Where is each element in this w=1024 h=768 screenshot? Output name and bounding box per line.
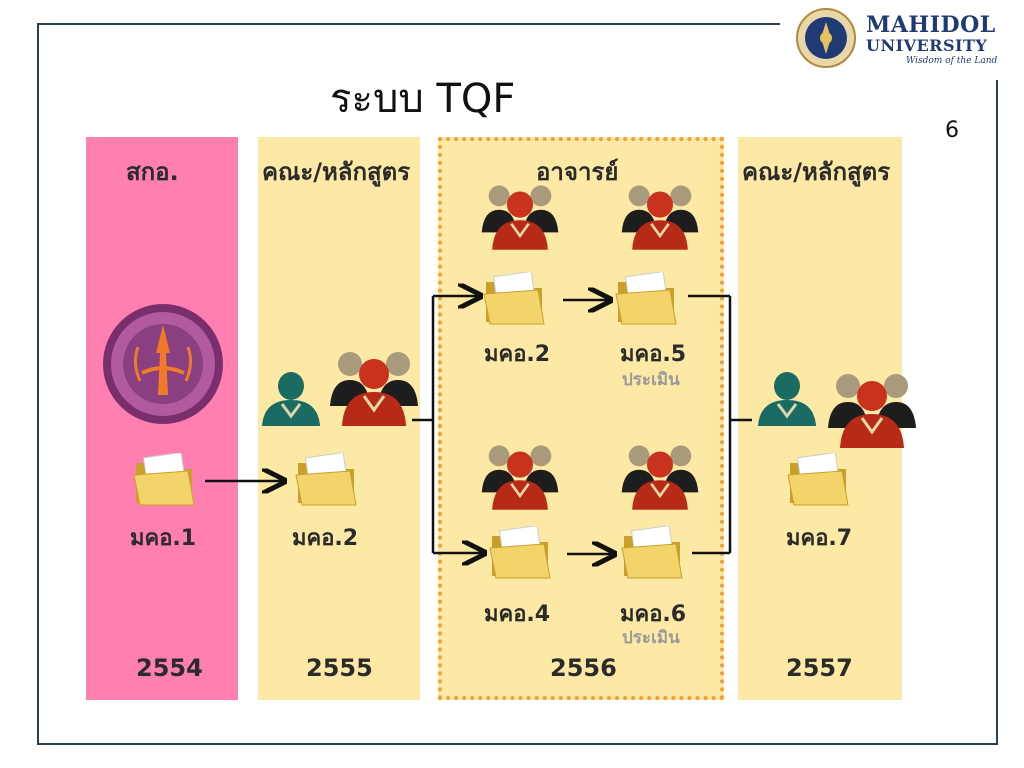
mahidol-logo: MAHIDOL UNIVERSITY Wisdom of the Land (796, 8, 1016, 70)
single-person-icon-faculty-2555 (262, 372, 320, 426)
group-people-icon-faculty-2555 (330, 352, 418, 426)
single-person-icon-faculty-2557 (758, 372, 816, 426)
label-evaluate-5: ประเมิน (622, 370, 680, 390)
label-tqf5: มคอ.5 (620, 342, 687, 367)
column-header-faculty-2555: คณะ/หลักสูตร (262, 158, 411, 186)
logo-line2: UNIVERSITY (866, 36, 988, 55)
label-tqf7: มคอ.7 (786, 526, 853, 551)
year-2557: 2557 (786, 654, 853, 682)
year-2556: 2556 (550, 654, 617, 682)
label-tqf2-faculty: มคอ.2 (292, 526, 359, 551)
column-header-ohec: สกอ. (126, 158, 179, 186)
ohec-emblem-icon (103, 304, 223, 424)
group-people-icon-teacher-2 (621, 185, 699, 250)
logo-tagline: Wisdom of the Land (906, 56, 998, 66)
slide-title: ระบบ TQF (330, 76, 516, 122)
label-evaluate-6: ประเมิน (622, 628, 680, 648)
folder-icon-tqf4 (489, 526, 551, 579)
university-seal-icon (796, 8, 856, 68)
logo-line1: MAHIDOL (866, 12, 996, 38)
folder-icon-tqf1 (133, 453, 195, 506)
label-tqf1: มคอ.1 (130, 526, 197, 551)
column-header-teacher: อาจารย์ (536, 158, 619, 186)
year-2555: 2555 (306, 654, 373, 682)
folder-icon-tqf6 (621, 526, 683, 579)
group-people-icon-teacher-1 (481, 185, 559, 250)
year-2554: 2554 (136, 654, 203, 682)
label-tqf2-teacher: มคอ.2 (484, 342, 551, 367)
label-tqf4: มคอ.4 (484, 602, 551, 627)
label-tqf6: มคอ.6 (620, 602, 687, 627)
group-people-icon-teacher-4 (621, 445, 699, 510)
page-number: 6 (945, 118, 959, 143)
folder-icon-tqf7 (787, 453, 849, 506)
folder-icon-tqf2-faculty (295, 453, 357, 506)
folder-icon-tqf2-teacher (483, 272, 545, 325)
group-people-icon-teacher-3 (481, 445, 559, 510)
column-header-faculty-2557: คณะ/หลักสูตร (742, 158, 891, 186)
folder-icon-tqf5 (615, 272, 677, 325)
group-people-icon-faculty-2557 (828, 374, 916, 448)
